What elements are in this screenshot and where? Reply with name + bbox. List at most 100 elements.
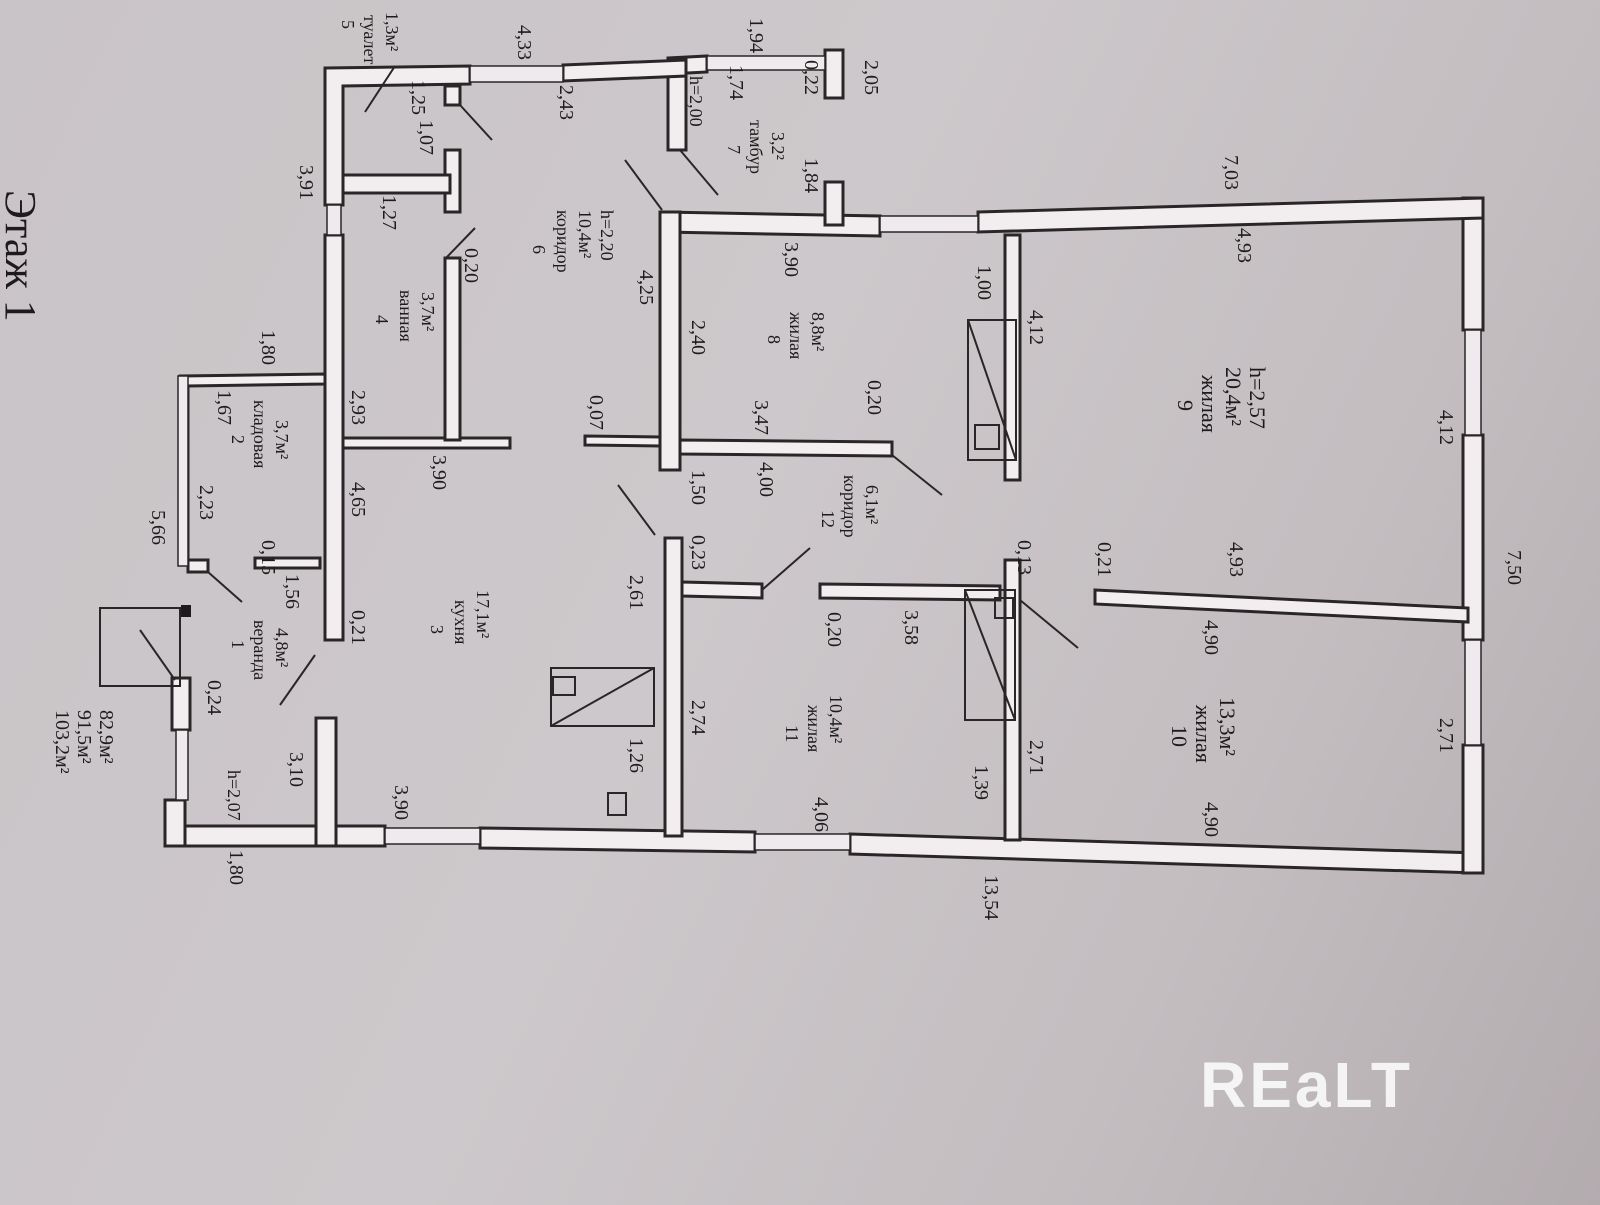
sink-icon bbox=[607, 792, 627, 816]
svg-text:8: 8 bbox=[764, 335, 784, 344]
room-4-label: 4 ванная 3,7м² bbox=[372, 290, 438, 342]
svg-text:2,93: 2,93 bbox=[347, 390, 369, 425]
svg-text:3,90: 3,90 bbox=[390, 785, 412, 820]
wall-top-room8 bbox=[661, 210, 882, 238]
room-8-label: 8 жилая 8,8м² bbox=[764, 311, 828, 359]
area-total-3: 103,2м² bbox=[51, 710, 73, 774]
svg-text:0,20: 0,20 bbox=[863, 380, 885, 415]
wall-room8-bottom bbox=[678, 438, 894, 458]
wall-toilet-right bbox=[443, 84, 462, 107]
stove bbox=[550, 667, 655, 727]
room-12-label: 12 коридор 6,1м² bbox=[818, 475, 882, 538]
door-swing bbox=[679, 149, 719, 196]
window-kladovaya bbox=[177, 375, 189, 567]
wall-bath-right bbox=[443, 256, 462, 442]
stove-diagonal bbox=[550, 667, 655, 727]
wall-room9-10 bbox=[1093, 588, 1470, 624]
fixtures bbox=[99, 65, 1079, 816]
svg-text:3,58: 3,58 bbox=[900, 610, 922, 645]
svg-text:0,21: 0,21 bbox=[347, 610, 369, 645]
room-11-label: 11 жилая 10,4м² bbox=[782, 695, 846, 752]
svg-text:0,20: 0,20 bbox=[823, 612, 845, 647]
wall-spine-lower bbox=[663, 536, 684, 838]
wall-top-corridor bbox=[561, 58, 688, 83]
wall-spine-upper bbox=[658, 210, 682, 472]
svg-text:10,4м²: 10,4м² bbox=[575, 210, 595, 258]
dim-overall-length: 13,54 bbox=[980, 875, 1002, 920]
svg-text:жилая: жилая bbox=[1191, 704, 1216, 763]
door-swing bbox=[445, 227, 476, 259]
svg-text:0,13: 0,13 bbox=[1013, 540, 1035, 575]
svg-text:2,43: 2,43 bbox=[555, 85, 577, 120]
oven-room8-diagonal bbox=[967, 319, 1017, 461]
svg-text:7,03: 7,03 bbox=[1220, 155, 1242, 190]
room-9-label: 9 жилая 20,4м² h=2,57 bbox=[1173, 367, 1270, 433]
svg-text:0,22: 0,22 bbox=[800, 60, 822, 95]
wall-spine-stub bbox=[583, 434, 662, 448]
svg-text:2,74: 2,74 bbox=[687, 700, 709, 735]
window-veranda bbox=[175, 729, 189, 801]
svg-text:h=2,00: h=2,00 bbox=[686, 76, 706, 127]
door-swing bbox=[364, 65, 396, 113]
room-1-label: 1 веранда 4,8м² bbox=[228, 620, 292, 680]
svg-text:2,61: 2,61 bbox=[625, 575, 647, 610]
window-toilet bbox=[326, 204, 342, 236]
svg-text:1,3м²: 1,3м² bbox=[382, 12, 402, 51]
window-room9 bbox=[1464, 329, 1482, 436]
wall-left-bath bbox=[323, 233, 345, 642]
svg-text:3,7м²: 3,7м² bbox=[272, 420, 292, 459]
svg-text:2,05: 2,05 bbox=[860, 60, 882, 95]
door-swing bbox=[1019, 599, 1079, 649]
wall-veranda-left-2 bbox=[170, 676, 192, 732]
svg-text:1,07: 1,07 bbox=[415, 120, 437, 155]
room-10-label: 10 жилая 13,3м² bbox=[1167, 697, 1240, 763]
svg-text:1,56: 1,56 bbox=[281, 574, 303, 609]
svg-text:0,21: 0,21 bbox=[1093, 542, 1115, 577]
svg-text:4,06: 4,06 bbox=[810, 797, 832, 832]
room-1-height: h=2,07 bbox=[224, 770, 244, 821]
room-6-label: 6 коридор 10,4м² h=2,20 bbox=[529, 210, 617, 273]
room-3-label: 3 кухня 17,1м² bbox=[427, 590, 493, 644]
svg-text:1,00: 1,00 bbox=[973, 265, 995, 300]
wall-left-kitchen bbox=[314, 716, 338, 848]
svg-text:1,74: 1,74 bbox=[725, 65, 747, 100]
wall-bottom bbox=[163, 824, 387, 848]
svg-text:1,94: 1,94 bbox=[745, 18, 767, 53]
door-swing bbox=[624, 159, 663, 211]
svg-text:4,12: 4,12 bbox=[1025, 310, 1047, 345]
svg-text:5: 5 bbox=[338, 20, 358, 29]
window-room8 bbox=[879, 215, 979, 233]
wall-kladovaya-bottom bbox=[253, 556, 322, 570]
window-room10 bbox=[1464, 639, 1482, 746]
svg-text:1,50: 1,50 bbox=[687, 470, 709, 505]
wall-bottom-3 bbox=[848, 832, 1480, 875]
area-summary: 82,9м² 91,5м² 103,2м² bbox=[51, 710, 117, 774]
svg-text:3,90: 3,90 bbox=[780, 242, 802, 277]
wall-bath-kitchen bbox=[341, 436, 512, 450]
oven-room10-flue bbox=[994, 597, 1014, 619]
wall-veranda-left bbox=[163, 798, 187, 848]
door-swing bbox=[279, 654, 316, 706]
svg-text:2,23: 2,23 bbox=[195, 485, 217, 520]
svg-text:12: 12 bbox=[818, 510, 838, 528]
labels: 82,9м² 91,5м² 103,2м² Этаж 1 1 веранда 4… bbox=[0, 12, 1525, 920]
svg-text:10,4м²: 10,4м² bbox=[826, 695, 846, 743]
wall-tambur-right-2 bbox=[823, 180, 845, 227]
svg-text:0,23: 0,23 bbox=[687, 535, 709, 570]
svg-text:кладовая: кладовая bbox=[250, 400, 270, 468]
wall-top-room9 bbox=[976, 196, 1485, 234]
door-swing bbox=[459, 104, 493, 141]
svg-text:1,67: 1,67 bbox=[213, 390, 235, 425]
wall-bottom-2 bbox=[478, 826, 757, 854]
wall-room8-9 bbox=[1003, 233, 1022, 482]
svg-text:7: 7 bbox=[724, 145, 744, 154]
door-swing bbox=[207, 571, 243, 603]
svg-text:13,3м²: 13,3м² bbox=[1215, 697, 1240, 756]
oven-room8-flue bbox=[974, 424, 1000, 450]
oven-room10 bbox=[964, 589, 1016, 721]
svg-text:1,26: 1,26 bbox=[625, 738, 647, 773]
svg-text:17,1м²: 17,1м² bbox=[473, 590, 493, 638]
wall-toilet-bottom bbox=[341, 173, 452, 195]
